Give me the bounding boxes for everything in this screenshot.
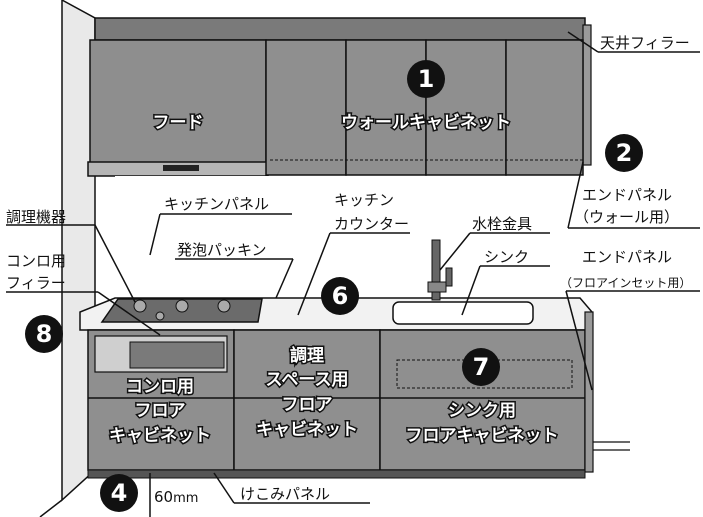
- range-hood: [87, 39, 269, 177]
- marker-7-number: 7: [473, 353, 490, 381]
- cooktop: [100, 298, 263, 323]
- kitchen-counter-label-2: カウンター: [334, 215, 409, 233]
- hood-label: フード: [153, 113, 204, 133]
- marker-4: [100, 474, 138, 512]
- marker-6: [321, 277, 359, 315]
- end-panel-floor-sub-label: （フロアインセット用）: [560, 276, 691, 290]
- kick-height-unit: mm: [173, 491, 198, 506]
- prep-cabinet-label-4: キャビネット: [256, 420, 358, 440]
- sink-label: シンク: [484, 248, 529, 266]
- cooking-appliance-label: 調理機器: [6, 208, 66, 226]
- marker-7: [462, 348, 500, 386]
- faucet-label: 水栓金具: [472, 215, 532, 233]
- ceiling-filler-label: 天井フィラー: [600, 34, 690, 52]
- kick-height-value: 60mm: [154, 488, 198, 506]
- stove-cabinet-label-1: コンロ用: [126, 377, 194, 397]
- end-panel-wall-sub-label: （ウォール用）: [574, 208, 679, 226]
- kick-panel-label: けこみパネル: [240, 485, 330, 503]
- prep-cabinet-label-1: 調理: [290, 345, 324, 366]
- foam-packing-label: 発泡パッキン: [177, 241, 267, 259]
- floor-end-panel: [584, 311, 594, 473]
- marker-1-number: 1: [418, 65, 435, 93]
- sink-cabinet-label-1: シンク用: [448, 401, 516, 421]
- leader-lines: [6, 31, 700, 517]
- prep-cabinet-label-3: フロア: [282, 395, 333, 415]
- prep-cabinet-label-2: スペース用: [266, 370, 349, 390]
- wall-cabinets: [265, 39, 584, 176]
- end-panel-floor-label: エンドパネル: [582, 248, 672, 266]
- end-panel-wall-label: エンドパネル: [582, 186, 672, 204]
- base-cabinets: [87, 329, 586, 471]
- kitchen-counter-label-1: キッチン: [334, 191, 394, 209]
- marker-2: [605, 134, 643, 172]
- ceiling-filler: [94, 17, 586, 41]
- stove-cabinet-label-2: フロア: [135, 401, 186, 421]
- marker-2-number: 2: [616, 139, 633, 167]
- kick-panel: [87, 469, 586, 479]
- kitchen-panel: [115, 176, 583, 298]
- markers: 1 2 4 6 7 8: [25, 60, 643, 512]
- stove-cabinet-label-3: キャビネット: [109, 426, 211, 446]
- marker-8-number: 8: [36, 320, 53, 348]
- stove-filler-label-2: フィラー: [6, 274, 66, 292]
- stove-filler-label-1: コンロ用: [6, 252, 66, 270]
- wall-cabinet-label: ウォールキャビネット: [341, 113, 511, 133]
- marker-1: [407, 60, 445, 98]
- marker-6-number: 6: [332, 282, 349, 310]
- sink-cabinet-label-2: フロアキャビネット: [406, 426, 559, 446]
- kitchen-panel-label: キッチンパネル: [164, 195, 269, 213]
- kick-height-number: 60: [154, 488, 173, 506]
- marker-8: [25, 315, 63, 353]
- marker-4-number: 4: [111, 479, 128, 507]
